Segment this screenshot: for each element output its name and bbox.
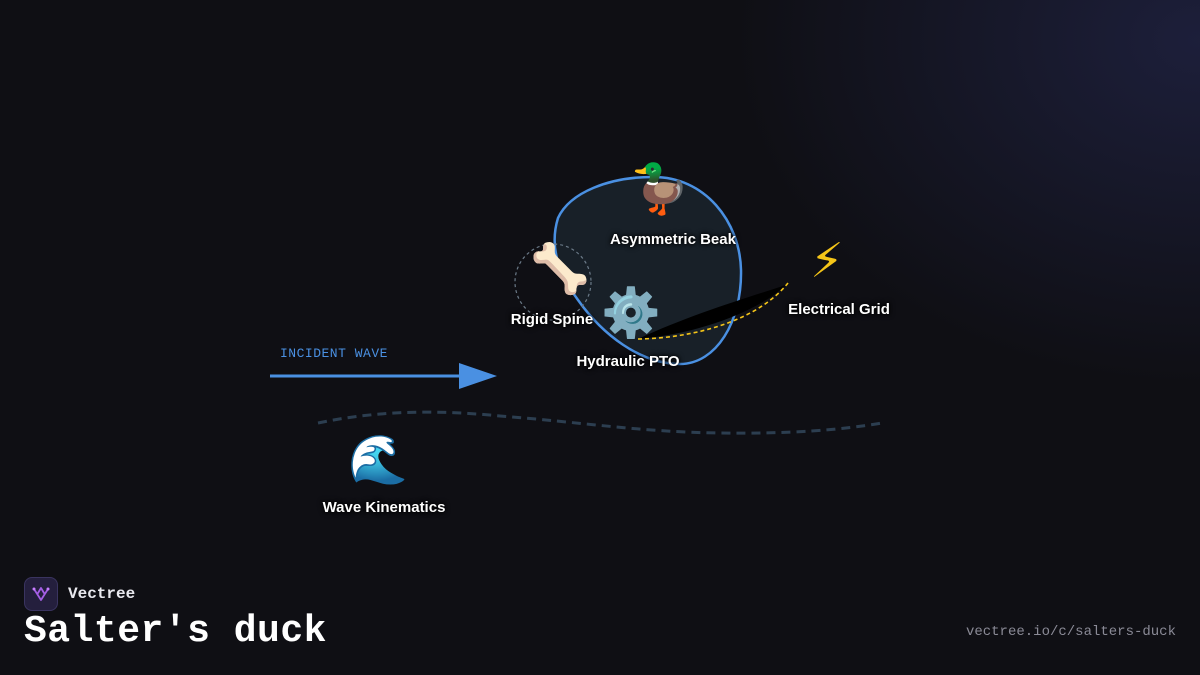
vectree-logo-icon [24,577,58,611]
wave-icon[interactable]: 🌊 [348,432,408,488]
asymmetric-beak-label: Asymmetric Beak [610,231,736,248]
sea-surface-line [317,410,883,435]
lightning-icon[interactable]: ⚡ [810,233,844,289]
page-url[interactable]: vectree.io/c/salters-duck [965,624,1176,640]
bone-icon[interactable]: 🦴 [530,241,590,297]
rigid-spine-circle [514,243,592,321]
electrical-grid-label: Electrical Grid [788,301,890,318]
power-connector-shadow [638,285,786,339]
gear-icon[interactable]: ⚙️ [601,285,661,341]
incident-wave-label: INCIDENT WAVE [280,346,388,361]
brand-name: Vectree [68,585,136,603]
rigid-spine-label: Rigid Spine [510,311,594,328]
incident-wave-arrow-head [459,363,497,389]
brand[interactable]: Vectree [24,577,135,611]
power-line [637,282,789,340]
wave-kinematics-label: Wave Kinematics [322,499,446,516]
hydraulic-pto-label: Hydraulic PTO [576,353,680,370]
duck-icon[interactable]: 🦆 [630,161,690,217]
page-title: Salter's duck [24,610,327,653]
